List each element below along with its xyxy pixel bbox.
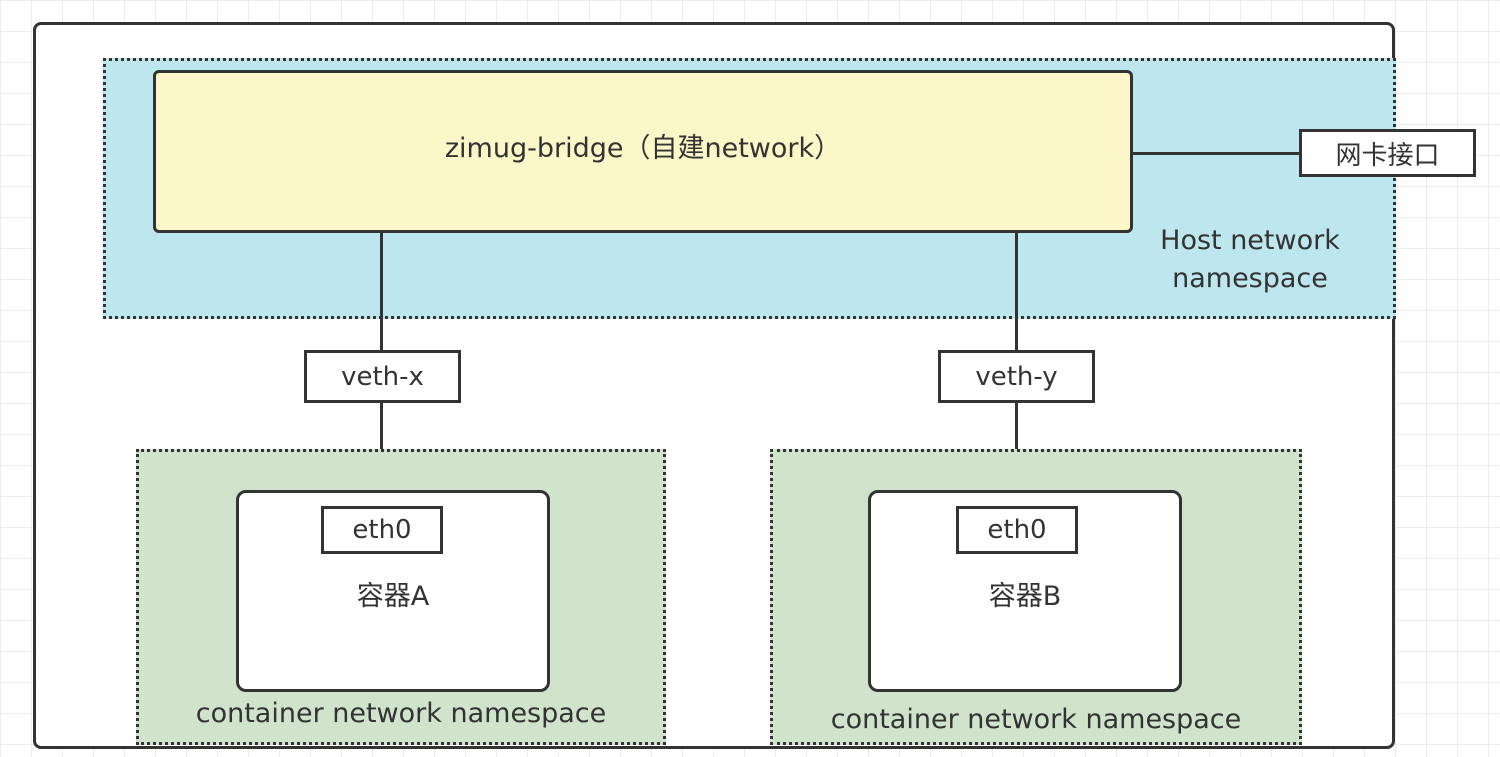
container-b-eth0: eth0 [956,506,1078,554]
container-a-namespace-label: container network namespace [195,698,607,729]
bridge-to-veth-y-line [1015,230,1018,350]
veth-x-label: veth-x [341,361,424,392]
host-namespace-label-line1: Host network [1160,225,1340,256]
veth-y: veth-y [938,350,1095,403]
host-namespace-label-line2: namespace [1172,263,1328,294]
container-a-eth0-label: eth0 [352,515,412,545]
bridge-to-nic-line [1133,152,1300,155]
veth-x: veth-x [304,350,461,403]
bridge-label: zimug-bridge（自建network） [444,133,842,164]
container-b-eth0-label: eth0 [987,515,1047,545]
zimug-bridge: zimug-bridge（自建network） [153,70,1133,233]
container-b-name: 容器B [988,581,1062,612]
veth-y-label: veth-y [975,361,1058,392]
nic-interface: 网卡接口 [1299,129,1476,177]
bridge-to-veth-x-line [380,230,383,350]
nic-label: 网卡接口 [1335,140,1440,171]
host-namespace-label: Host network namespace [1150,222,1350,298]
container-a-name: 容器A [356,581,430,612]
container-a-eth0: eth0 [321,506,443,554]
container-b-namespace-label: container network namespace [830,704,1242,735]
